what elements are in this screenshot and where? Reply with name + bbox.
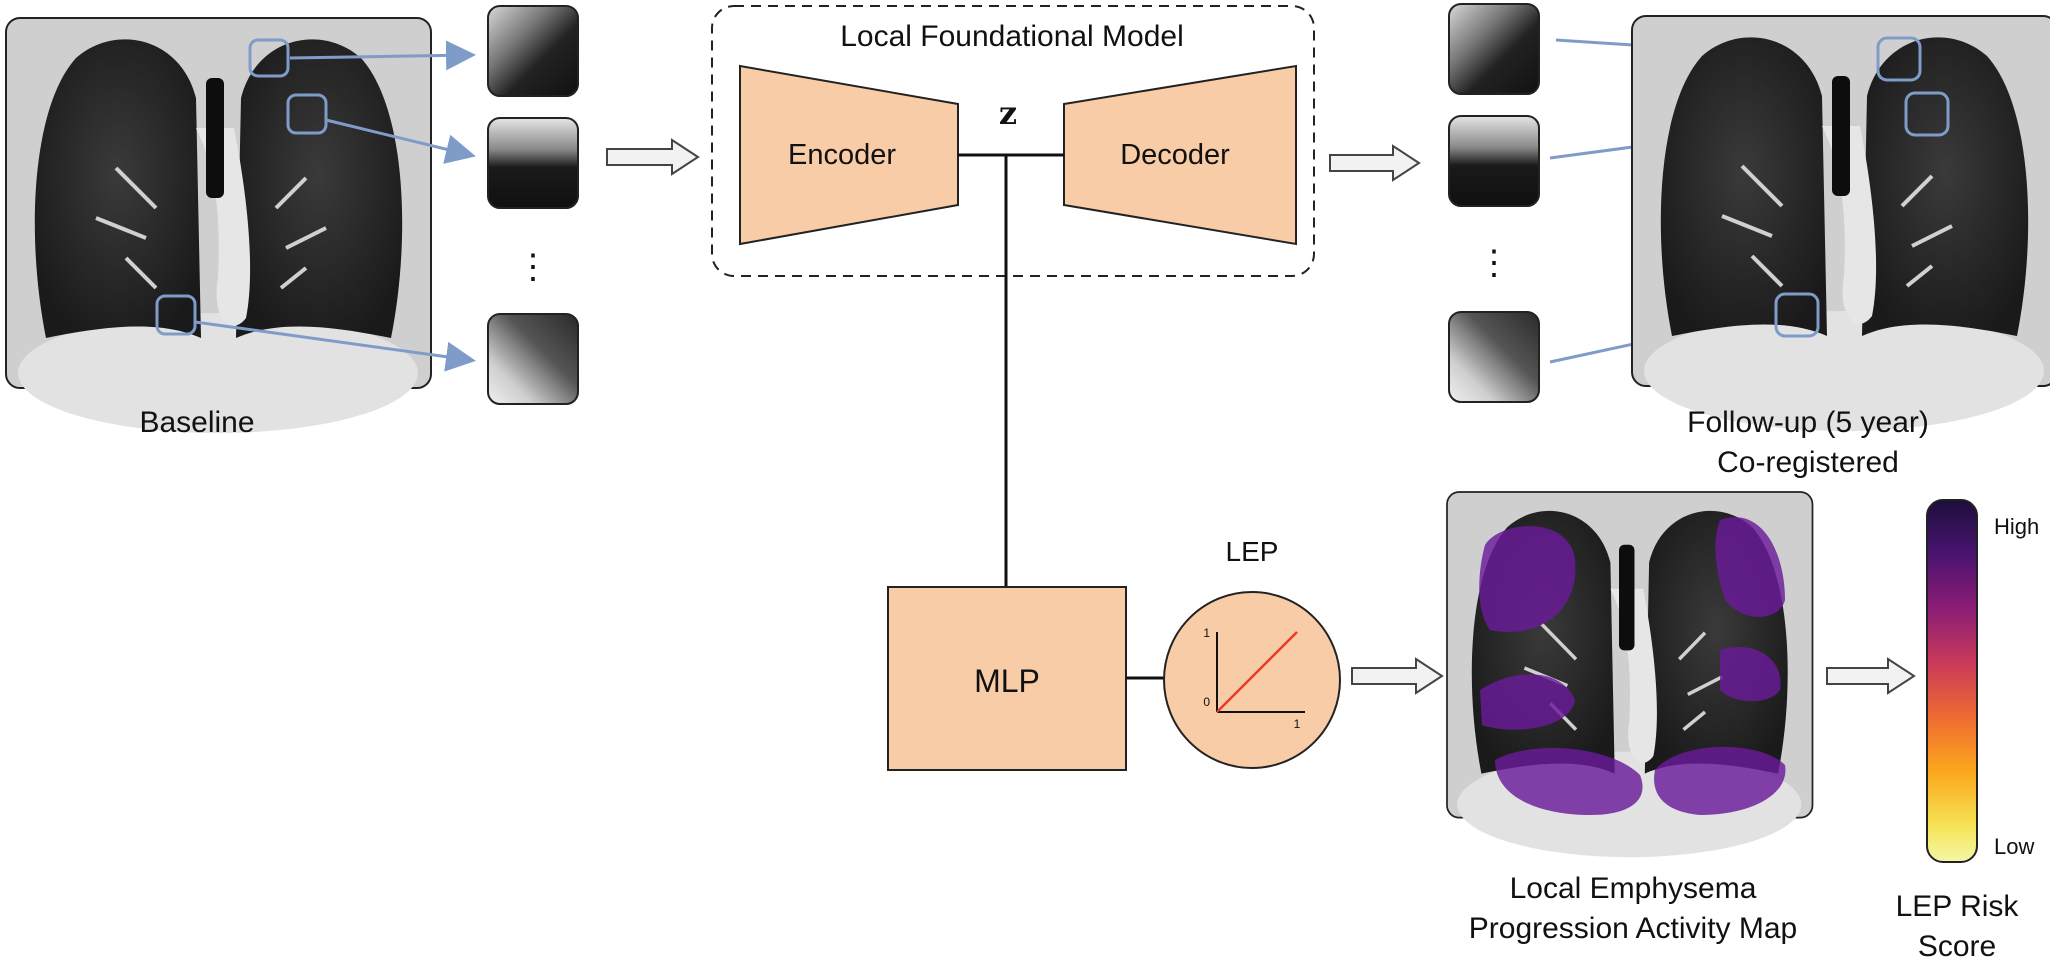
ct-patch [1448,3,1540,95]
flow-arrow [1351,657,1444,695]
decoder-label: Decoder [1120,139,1230,171]
risk-label-line2: Score [1918,930,1996,962]
emphysema-region [1480,674,1575,730]
emphysema-region [1654,746,1786,815]
emphysema-region [1720,646,1781,702]
emphysema-region [1715,517,1785,617]
foundational-model-title: Local Foundational Model [840,20,1184,53]
risk-high-label: High [1994,514,2039,539]
roi-box [1904,91,1950,137]
followup-label-line1: Follow-up (5 year) [1687,406,1929,439]
ct-patch [1448,311,1540,403]
lep-y-bottom-tick: 0 [1203,695,1210,709]
ct-patch [487,5,579,97]
followup-ct-image [1630,14,2050,433]
roi-box [248,38,290,78]
patch-arrow [325,118,476,164]
encoder-label: Encoder [788,139,896,171]
activity-map-image [1445,490,1815,859]
mlp-label: MLP [974,663,1040,699]
flow-arrow [1826,657,1916,695]
followup-patches [1448,3,1540,403]
patch-arrow [289,40,476,71]
mlp-block [887,586,1127,771]
ct-patch [487,313,579,405]
risk-low-label: Low [1994,834,2034,859]
risk-label-line1: LEP Risk [1896,890,2020,923]
lep-function-circle [1163,591,1341,769]
roi-box [286,93,328,135]
followup-label-line2: Co-registered [1717,446,1899,479]
activity-map-label-line1: Local Emphysema [1510,872,1757,905]
risk-colorbar [1926,499,1978,863]
baseline-ct-image [4,16,433,435]
ct-patch [487,117,579,209]
flow-arrow [1329,144,1421,182]
patch-arrow [194,320,476,372]
decoder-block [1063,64,1297,246]
lep-label: LEP [1226,536,1279,567]
activity-map-label-line2: Progression Activity Map [1469,912,1797,945]
encoder-block [739,64,959,246]
flow-arrow [606,138,700,176]
ellipsis: ⋮ [1477,244,1511,282]
roi-box [155,294,197,336]
emphysema-region [1495,748,1643,815]
lep-identity-line [1216,631,1298,713]
baseline-patches [487,5,579,405]
roi-box [1876,36,1922,82]
roi-box [1774,292,1820,338]
lep-y-top-tick: 1 [1203,626,1210,640]
lep-plot: 1 0 1 [1203,626,1305,731]
foundational-model-box [711,5,1315,277]
emphysema-region [1479,526,1576,632]
ct-patch [1448,115,1540,207]
lep-x-right-tick: 1 [1294,717,1301,731]
latent-z-label: z [999,94,1017,132]
baseline-label: Baseline [139,406,254,439]
ellipsis: ⋮ [516,248,550,286]
